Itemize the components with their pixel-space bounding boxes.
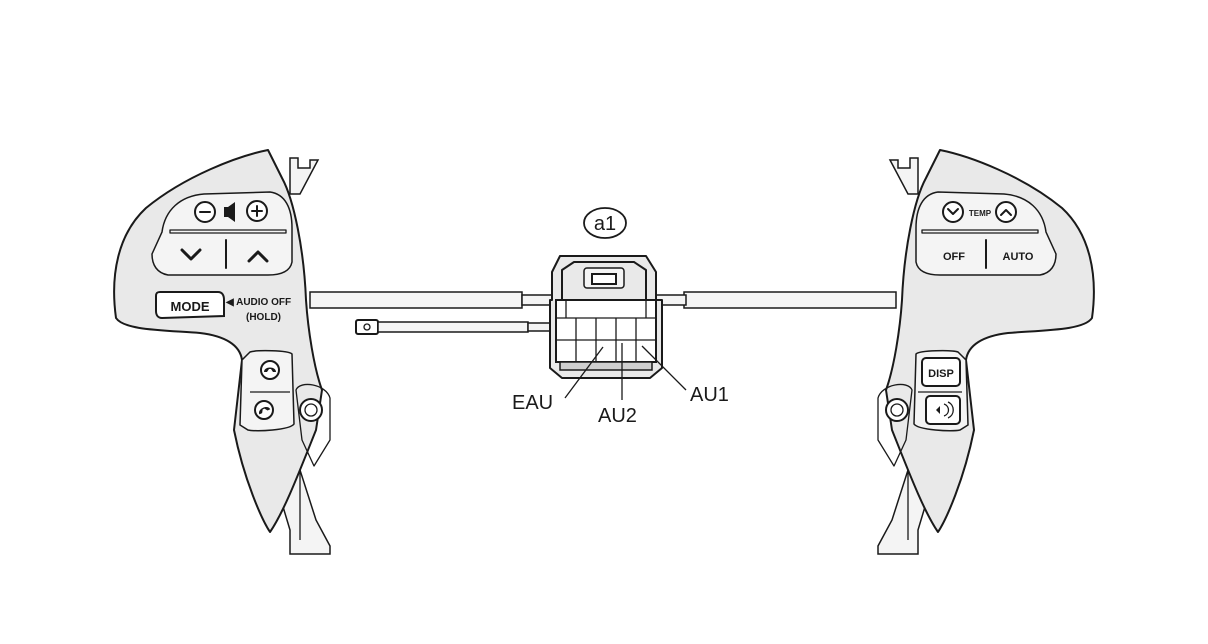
phone-icon [264,367,276,372]
volume-up-button[interactable] [246,200,268,222]
temp-down-button[interactable] [942,201,964,223]
ac-off-label: OFF [943,251,965,263]
audio-off-label: ◀ AUDIO OFF [225,297,291,308]
callout-a1: a1 [583,207,627,239]
cable-right [655,291,897,309]
auto-label: AUTO [1003,251,1034,263]
phone-off-hook-button[interactable] [254,400,274,420]
hang-up-icon [259,407,271,415]
terminal-label-au2: AU2 [598,405,637,427]
cable-left [309,291,553,309]
right-steering-switch: TEMP OFF AUTO DISP [877,149,1095,555]
hold-label: (HOLD) [246,312,281,323]
leader-lines [564,343,687,400]
temp-up-button[interactable] [995,201,1017,223]
ac-off-button[interactable]: OFF [943,251,965,263]
disp-button[interactable]: DISP [921,357,961,387]
mode-button[interactable]: MODE [155,291,225,320]
voice-icon [936,401,954,419]
mode-button-label: MODE [171,299,210,314]
callout-a1-label: a1 [594,213,616,235]
left-steering-switch: MODE ◀ AUDIO OFF (HOLD) [113,149,331,555]
auto-button[interactable]: AUTO [1003,251,1034,263]
seek-down-button[interactable] [180,248,202,261]
volume-down-button[interactable] [194,201,216,223]
ground-lead [355,319,555,335]
connector [549,255,663,379]
speaker-icon [224,202,235,222]
seek-up-button[interactable] [247,250,269,263]
disp-label: DISP [928,368,954,380]
terminal-label-au1: AU1 [690,384,729,406]
voice-button[interactable] [925,395,961,425]
phone-on-hook-button[interactable] [260,360,280,380]
terminal-cavities [556,300,656,362]
terminal-label-eau: EAU [512,392,553,414]
temp-label: TEMP [969,209,992,218]
